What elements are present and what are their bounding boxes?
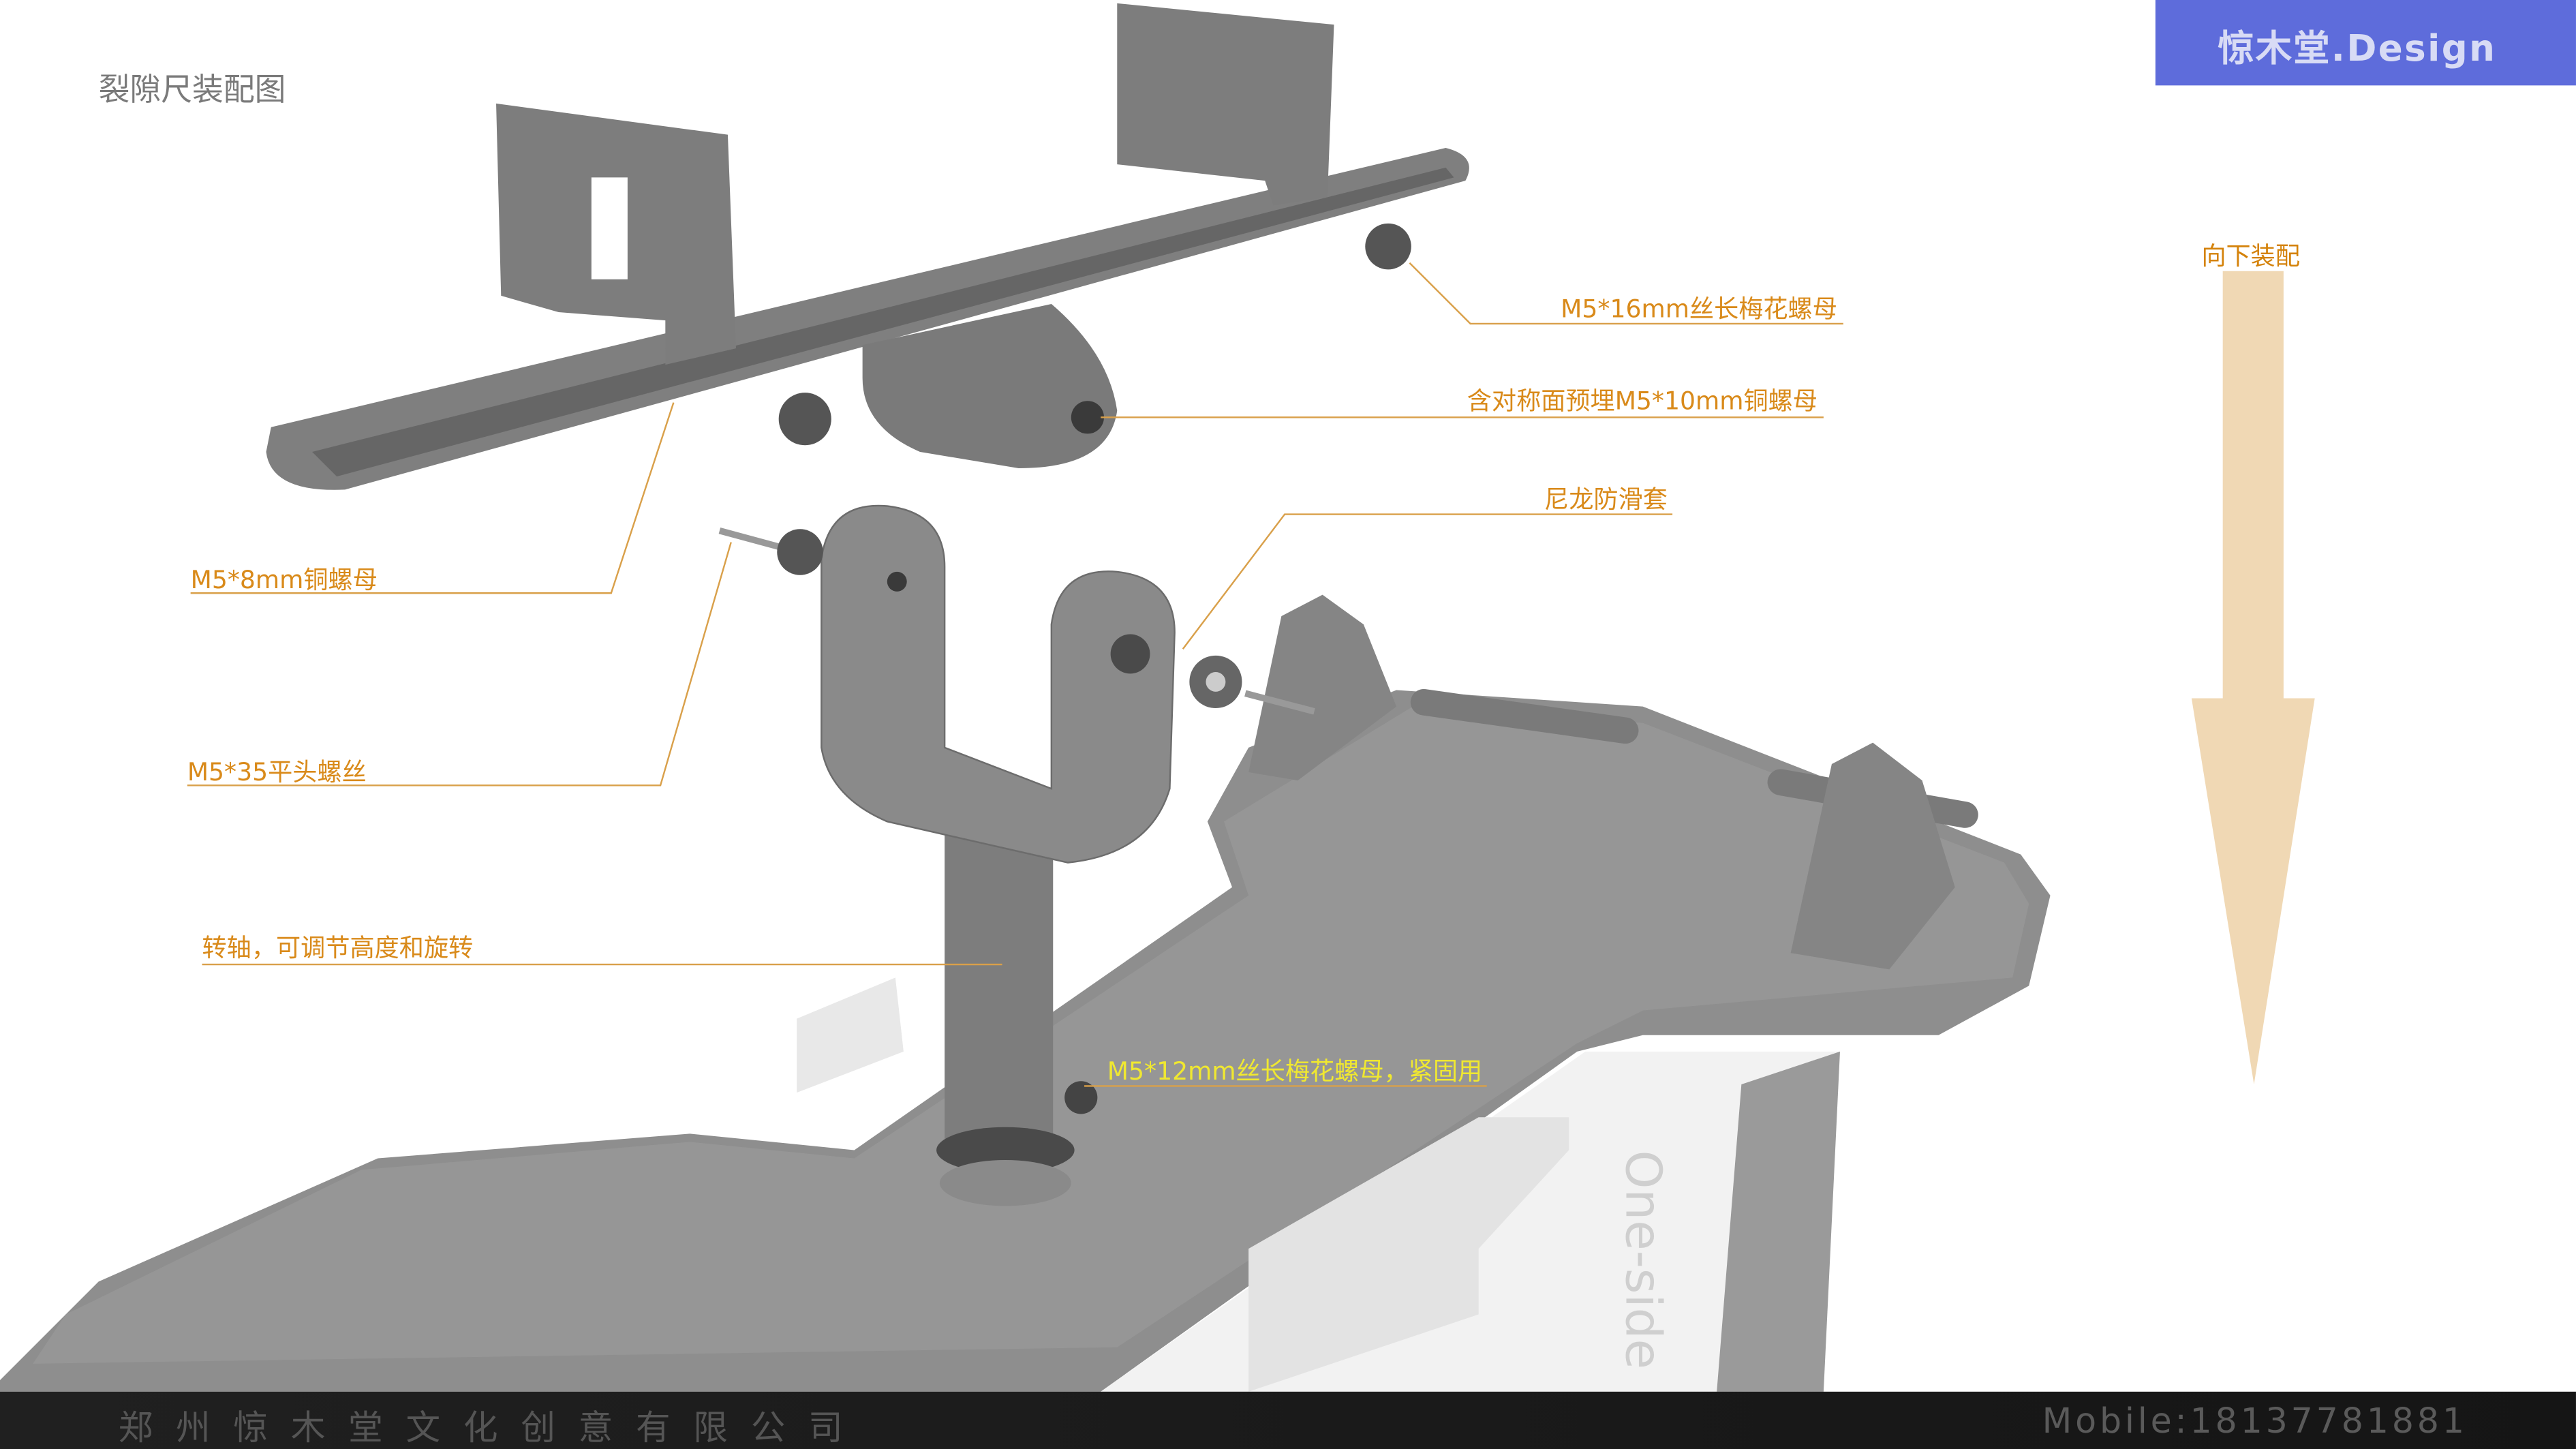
direction-label: 向下装配 (2201, 241, 2301, 271)
callout-m5-12mm-knob: M5*12mm丝长梅花螺母，紧固用 (1107, 1056, 1483, 1086)
arrow-down-icon (2191, 271, 2315, 1085)
knob-top (1365, 223, 1411, 270)
mobile-number: Mobile:18137781881 (2042, 1401, 2468, 1442)
product-marking: One-side (1614, 1150, 1672, 1369)
callout-m5-8mm-nut: M5*8mm铜螺母 (190, 565, 378, 595)
callout-m5-16mm-knob: M5*16mm丝长梅花螺母 (1561, 294, 1837, 324)
brand-name: 惊木堂.Design (2218, 29, 2497, 71)
page-title: 裂隙尺装配图 (98, 72, 286, 109)
base-bracket-left (1248, 594, 1397, 781)
company-name: 郑州惊木堂文化创意有限公司 (118, 1407, 866, 1448)
u-bracket (821, 504, 1176, 864)
callout-shaft: 转轴，可调节高度和旋转 (202, 933, 474, 963)
center-clamp (862, 303, 1118, 469)
brand-logo: 惊木堂.Design (2155, 0, 2576, 86)
knob-shaft (1064, 1081, 1098, 1114)
base-bracket-right (1790, 742, 1955, 970)
callout-m5-35-screw: M5*35平头螺丝 (187, 757, 367, 787)
knob-left (778, 393, 831, 446)
plate-right (1117, 3, 1334, 206)
rotating-shaft (945, 821, 1054, 1150)
callout-m5-10mm-insert: 含对称面预埋M5*10mm铜螺母 (1467, 386, 1818, 416)
footer-bar: 郑州惊木堂文化创意有限公司 Mobile:18137781881 (0, 1391, 2576, 1449)
callout-nylon-sleeve: 尼龙防滑套 (1544, 485, 1668, 515)
